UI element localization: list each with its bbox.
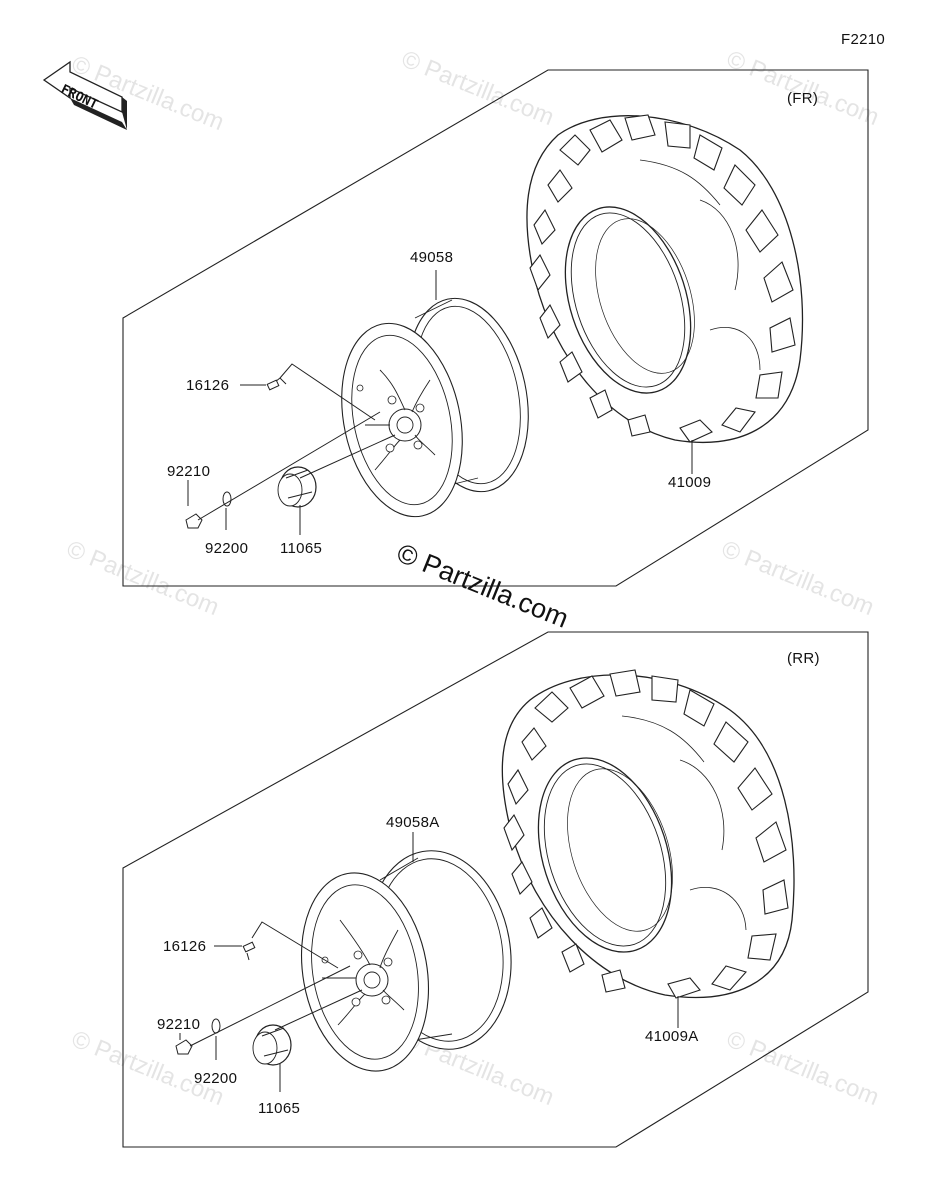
front-assembly: (FR)	[122, 69, 869, 587]
watermark-text: © Partzilla.com	[63, 536, 223, 622]
front-wheel-rim	[341, 297, 529, 518]
rear-wheel-rim	[300, 850, 512, 1072]
front-section-label: (FR)	[787, 90, 818, 107]
rear-assembly: (RR)	[122, 631, 869, 1148]
watermark-text: © Partzilla.com	[398, 46, 558, 132]
part-number-washer[interactable]: 92200	[205, 540, 248, 557]
watermark-text: © Partzilla.com	[723, 1026, 883, 1112]
part-number-bolt[interactable]: 16126	[186, 377, 229, 394]
rear-assembly-frame	[122, 631, 869, 1148]
part-number-wheel[interactable]: 49058	[410, 249, 453, 266]
rear-hardware	[175, 941, 292, 1066]
part-number-bolt[interactable]: 16126	[163, 938, 206, 955]
rear-leader-lines	[179, 832, 679, 1092]
part-number-nut[interactable]: 92210	[167, 463, 210, 480]
part-number-cap[interactable]: 11065	[258, 1100, 300, 1117]
front-leader-lines	[187, 270, 693, 535]
part-number-cap[interactable]: 11065	[280, 540, 322, 557]
front-hardware	[185, 377, 317, 529]
part-number-wheel[interactable]: 49058A	[386, 814, 440, 831]
part-number-tire[interactable]: 41009	[668, 474, 711, 491]
part-number-nut[interactable]: 92210	[157, 1016, 200, 1033]
front-assembly-frame	[122, 69, 869, 587]
page-code: F2210	[841, 31, 885, 48]
part-number-washer[interactable]: 92200	[194, 1070, 237, 1087]
watermark-text: © Partzilla.com	[68, 1026, 228, 1112]
part-number-tire[interactable]: 41009A	[645, 1028, 699, 1045]
rear-tire	[501, 669, 795, 999]
watermark-text: © Partzilla.com	[723, 46, 883, 132]
watermark-text: © Partzilla.com	[718, 536, 878, 622]
front-tire	[526, 114, 804, 444]
rear-section-label: (RR)	[787, 650, 820, 667]
